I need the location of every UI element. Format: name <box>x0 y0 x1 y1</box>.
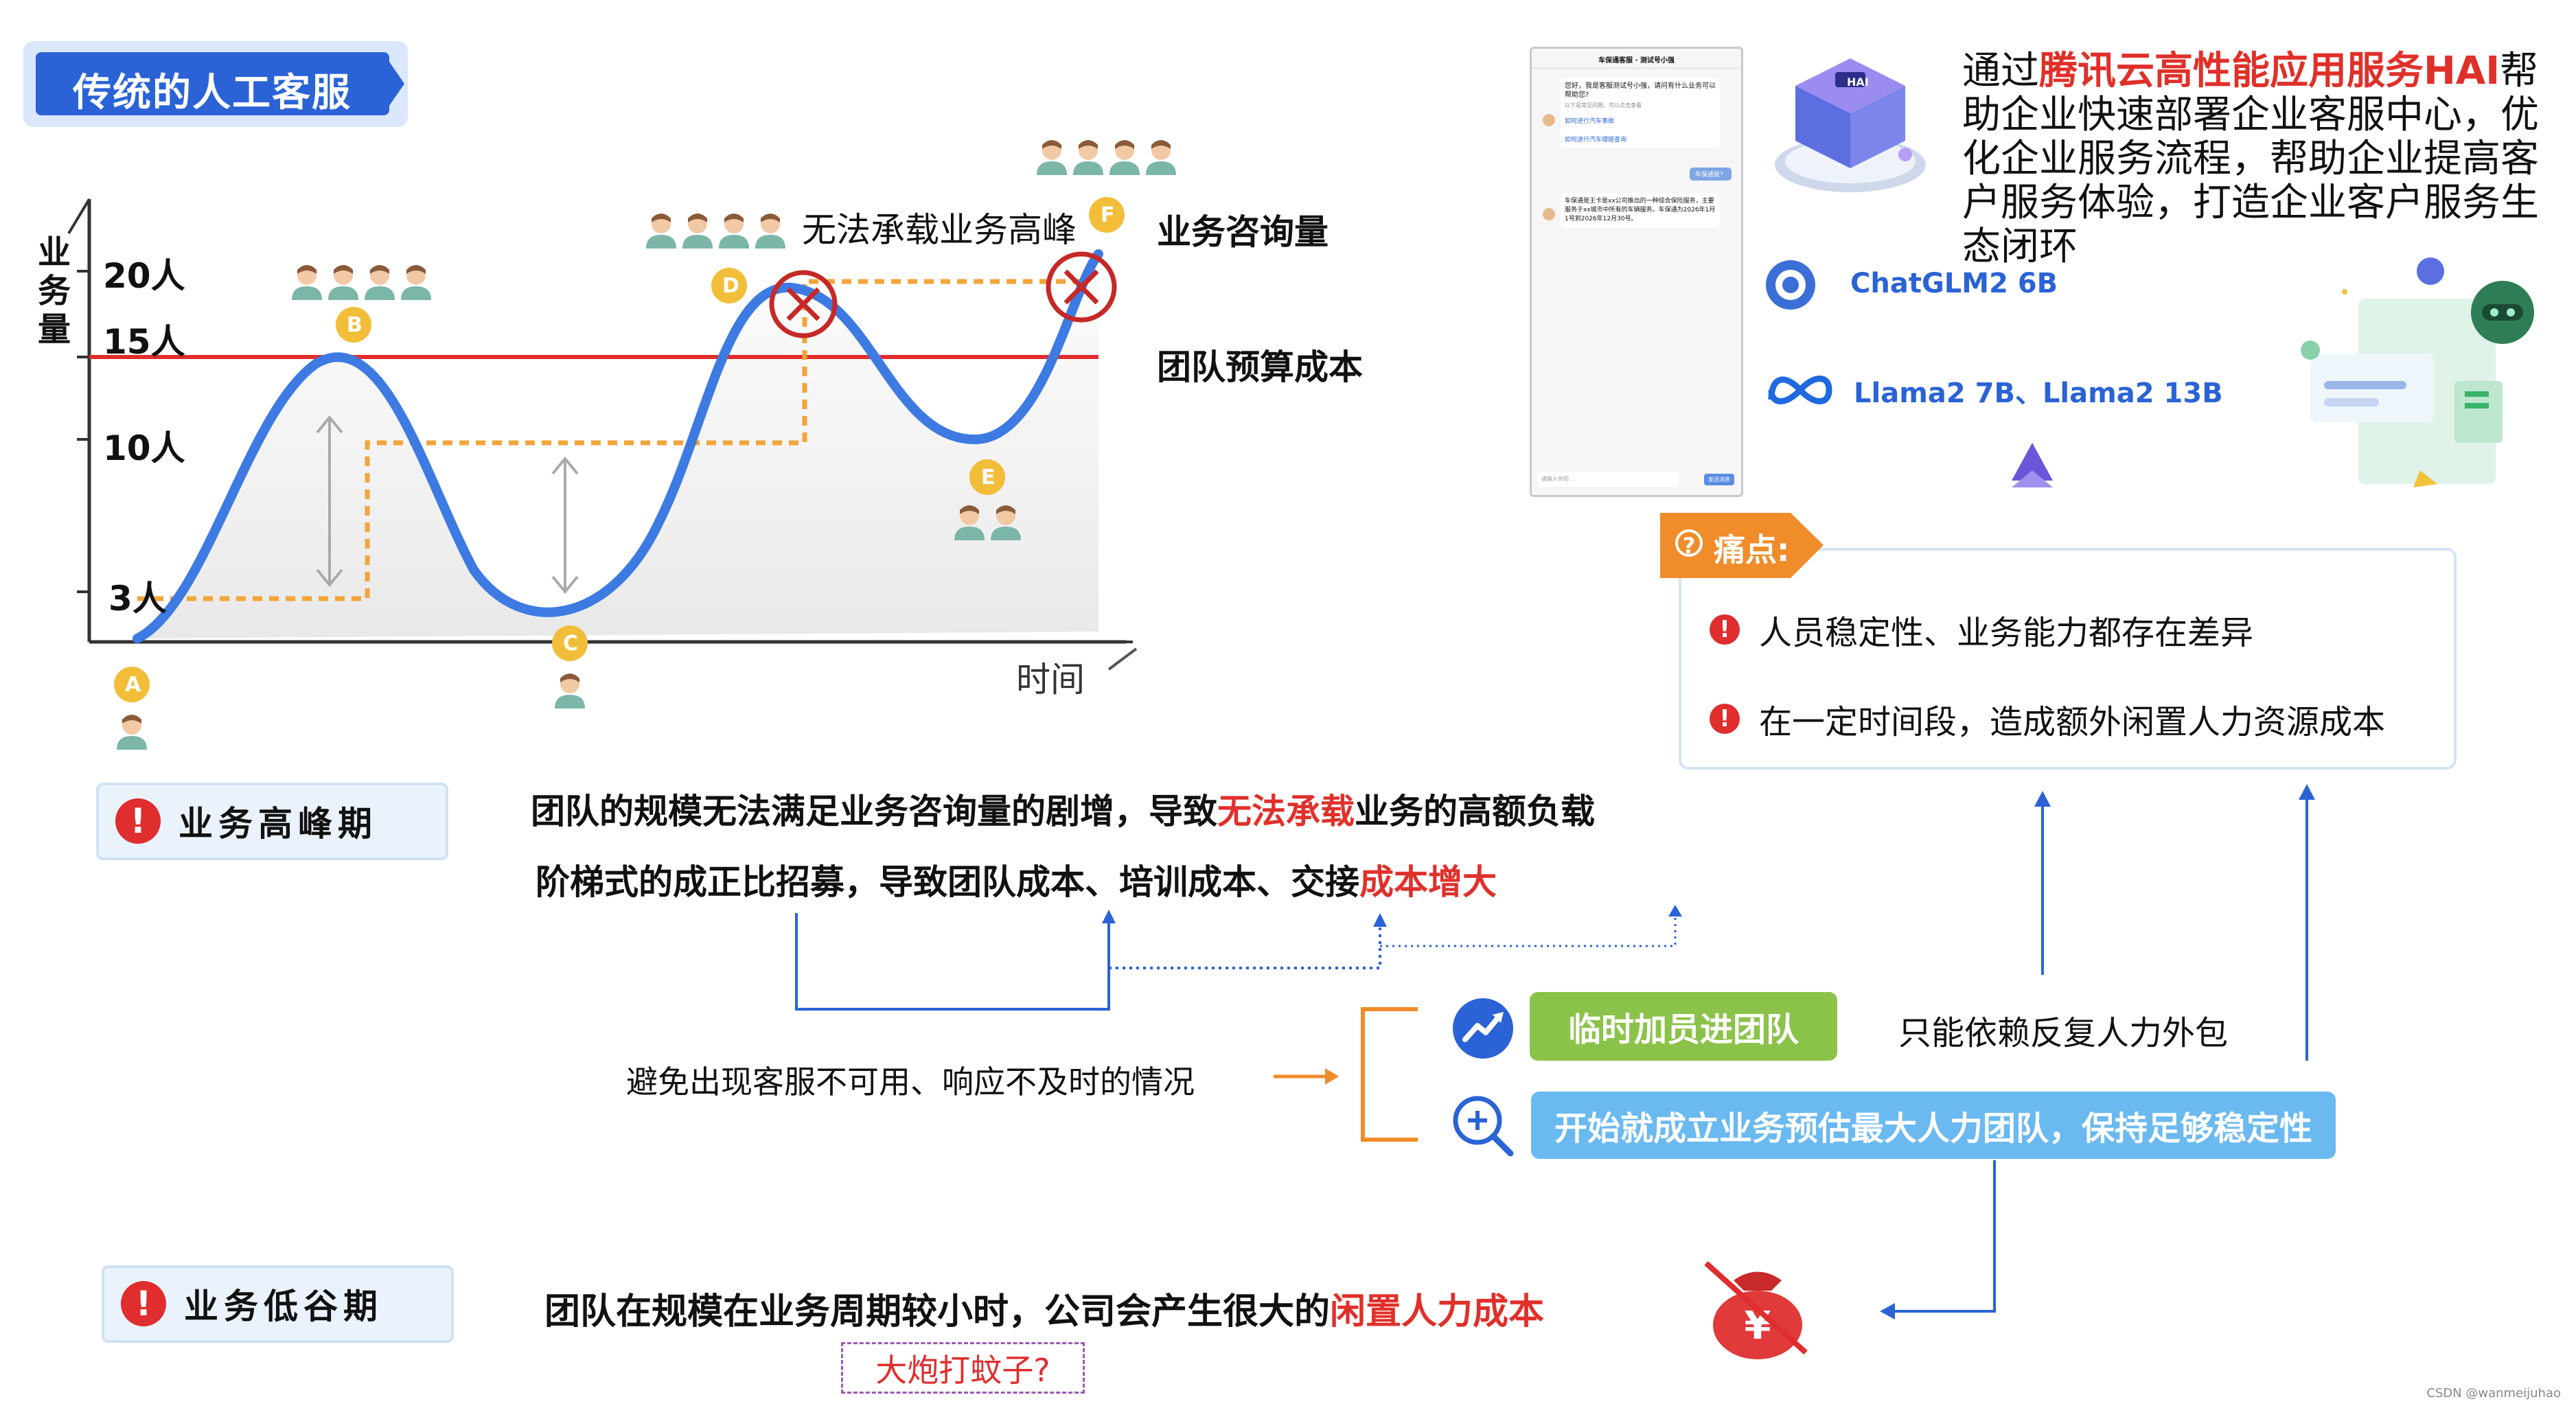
chatglm-icon <box>1766 260 1815 310</box>
page-title: 传统的人工客服 <box>73 71 352 115</box>
overload-annotation: 无法承载业务高峰 <box>802 210 1077 250</box>
pain-points-panel <box>1679 548 2457 770</box>
gap-arrow-b <box>316 415 343 588</box>
faq-link-2[interactable]: 如何进行汽车理赔查询 <box>1565 137 1627 143</box>
money-bag-crossed-icon: ¥ <box>1704 1261 1808 1359</box>
user-message: 车保通是？ <box>1689 168 1732 181</box>
zoom-in-icon <box>1453 1096 1514 1157</box>
y-axis-label: 业务量 <box>38 233 71 349</box>
trend-up-icon <box>1453 998 1513 1059</box>
bot-avatar <box>1543 114 1555 126</box>
warning-icon: ! <box>1710 704 1740 734</box>
avoid-text: 避免出现客服不可用、响应不及时的情况 <box>626 1063 1195 1100</box>
demand-chart <box>67 197 1138 702</box>
tick-label-10: 10人 <box>103 428 185 468</box>
chat-input[interactable]: 请输入你的... <box>1537 472 1679 487</box>
pain-item-1: ! 人员稳定性、业务能力都存在差异 <box>1710 606 2253 654</box>
tick-label-20: 20人 <box>103 256 185 296</box>
robot-illustration <box>2301 257 2534 487</box>
staffing-steps <box>137 279 1085 601</box>
peak-line-1: 团队的规模无法满足业务咨询量的剧增，导致无法承载业务的高额负载 <box>531 792 1595 831</box>
overload-marker-f <box>1046 251 1117 323</box>
peak-line-2: 阶梯式的成正比招募，导致团队成本、培训成本、交接成本增大 <box>536 862 1497 902</box>
model-chatglm: ChatGLM2 6B <box>1850 268 2058 299</box>
demand-curve <box>133 249 1103 643</box>
low-text: 团队在规模在业务周期较小时，公司会产生很大的闲置人力成本 <box>544 1291 1545 1333</box>
tick-label-15: 15人 <box>103 322 185 362</box>
option-temp-staff-note: 只能依赖反复人力外包 <box>1898 1014 2229 1052</box>
hai-label: HAI <box>1847 76 1869 89</box>
point-f-label: F <box>1101 203 1115 227</box>
pain-tag: ? 痛点: <box>1660 513 1825 578</box>
low-period-tag: ! 业务低谷期 <box>102 1265 454 1343</box>
chat-phone-mockup: 车保通客服 · 测试号小强 您好，我是客服测试号小强，请问有什么业务可以帮助您?… <box>1530 47 1743 497</box>
point-e-badge <box>969 459 1005 495</box>
overload-marker-d <box>769 270 838 338</box>
y-axis-arrow <box>67 198 91 235</box>
point-d-label: D <box>722 274 739 298</box>
send-button[interactable]: 发送消息 <box>1704 474 1734 485</box>
bot-avatar-2 <box>1543 208 1555 220</box>
phone-title: 车保通客服 · 测试号小强 <box>1598 57 1675 65</box>
faq-link-1[interactable]: 如何进行汽车事故 <box>1565 118 1615 125</box>
low-note: 大炮打蚊子? <box>841 1342 1085 1394</box>
hai-intro: 通过腾讯云高性能应用服务HAI帮助企业快速部署企业客服中心，优化企业服务流程，帮… <box>1962 49 2539 269</box>
point-b-badge <box>336 307 371 343</box>
meta-icon <box>1768 376 1832 404</box>
point-a-label: A <box>125 673 141 697</box>
alert-icon: ! <box>121 1281 166 1326</box>
demand-area <box>137 254 1099 638</box>
watermark: CSDN @wanmeijuhao <box>2426 1386 2561 1401</box>
legend-demand: 业务咨询量 <box>1157 212 1329 252</box>
warning-icon: ! <box>1710 614 1740 645</box>
x-axis-label: 时间 <box>1016 660 1085 700</box>
pain-item-2: ! 在一定时间段，造成额外闲置人力资源成本 <box>1710 695 2385 743</box>
hai-cube-logo <box>1775 58 1926 192</box>
bot-message-1: 您好，我是客服测试号小强，请问有什么业务可以帮助您? 以下是常见问题，可以点击查… <box>1561 78 1720 148</box>
gap-arrow-c <box>551 456 579 595</box>
help-icon: ? <box>1675 529 1703 559</box>
point-c-label: C <box>563 632 579 656</box>
point-f-badge <box>1089 197 1125 233</box>
up-triangle-icon <box>2012 443 2053 487</box>
hai-product-name: 腾讯云高性能应用服务HAI <box>2039 49 2500 93</box>
point-b-label: B <box>347 313 363 337</box>
point-e-label: E <box>981 465 996 489</box>
point-d-badge <box>711 268 747 303</box>
pain-label: 痛点: <box>1714 531 1790 568</box>
header-tag: 传统的人工客服 <box>23 41 408 127</box>
legend-budget: 团队预算成本 <box>1157 347 1363 387</box>
peak-period-tag: ! 业务高峰期 <box>96 783 448 860</box>
option-max-team: 开始就成立业务预估最大人力团队，保持足够稳定性 <box>1531 1092 2336 1159</box>
point-a-badge <box>114 667 150 702</box>
bot-message-2: 车保通是王卡是xx公司推出的一种综合保险服务，主要服务于xx城市中所有的车辆服务… <box>1561 193 1720 228</box>
point-c-badge <box>552 625 588 661</box>
option-temp-staff: 临时加员进团队 <box>1530 992 1837 1061</box>
tick-label-3: 3人 <box>108 579 167 619</box>
alert-icon: ! <box>115 798 161 844</box>
model-llama: Llama2 7B、Llama2 13B <box>1854 378 2223 409</box>
